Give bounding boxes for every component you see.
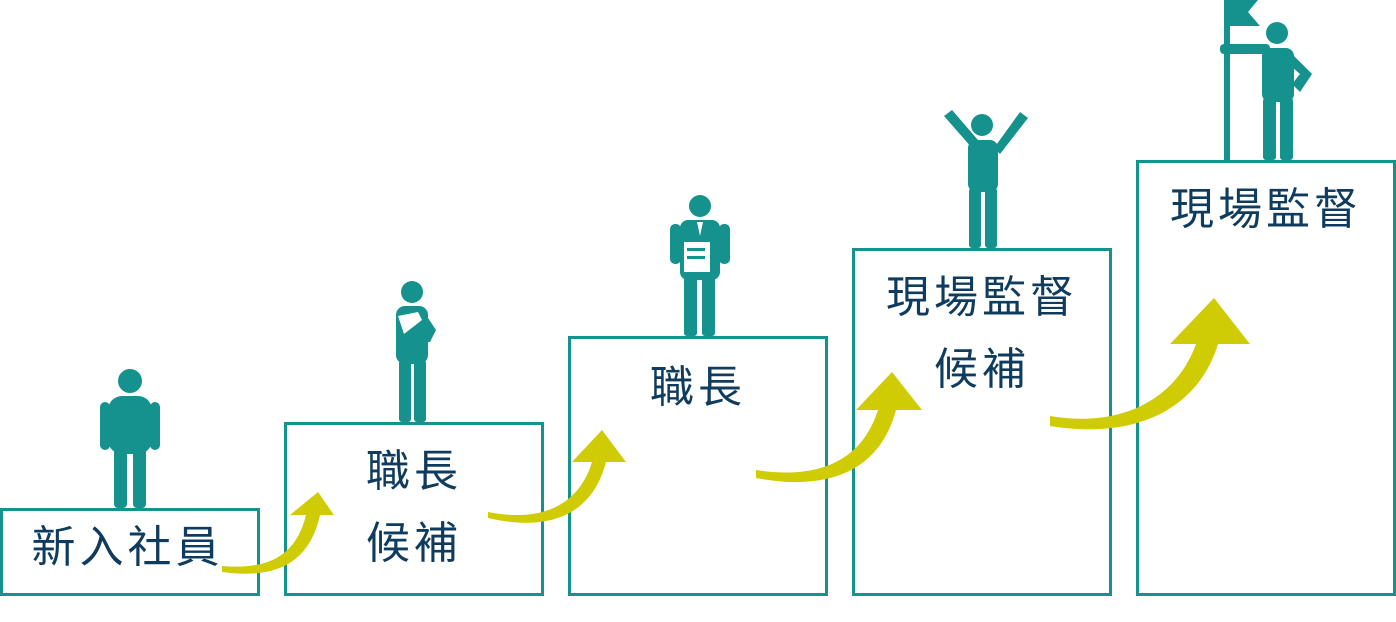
person-thinking-icon xyxy=(396,281,436,422)
step-label-line: 現場監督 xyxy=(1170,184,1362,235)
curved-up-arrow-icon xyxy=(488,430,626,523)
step-label-line: 候補 xyxy=(934,344,1030,395)
person-standing-icon xyxy=(100,369,160,508)
curved-up-arrow-icon xyxy=(1050,298,1250,430)
person-holding-clipboard-icon xyxy=(670,195,730,336)
step-box-foreman xyxy=(568,336,828,596)
person-holding-flag-icon xyxy=(1220,0,1312,160)
curved-up-arrow-icon xyxy=(756,372,922,483)
step-label-line: 職長 xyxy=(650,362,746,413)
step-label-line: 新入社員 xyxy=(31,522,224,573)
step-label-foreman-candidate: 職長 候補 xyxy=(284,446,544,570)
step-label-line: 現場監督 xyxy=(886,272,1078,323)
person-arms-raised-icon xyxy=(944,110,1028,248)
step-label-new-employee: 新入社員 xyxy=(0,522,255,574)
curved-up-arrow-icon xyxy=(222,492,334,574)
step-label-line: 候補 xyxy=(366,518,462,569)
step-label-site-supervisor-candidate: 現場監督 候補 xyxy=(852,272,1112,396)
step-box-new-employee xyxy=(0,508,260,596)
step-label-site-supervisor: 現場監督 xyxy=(1136,184,1396,236)
step-label-foreman: 職長 xyxy=(568,362,828,414)
step-label-line: 職長 xyxy=(366,446,462,497)
